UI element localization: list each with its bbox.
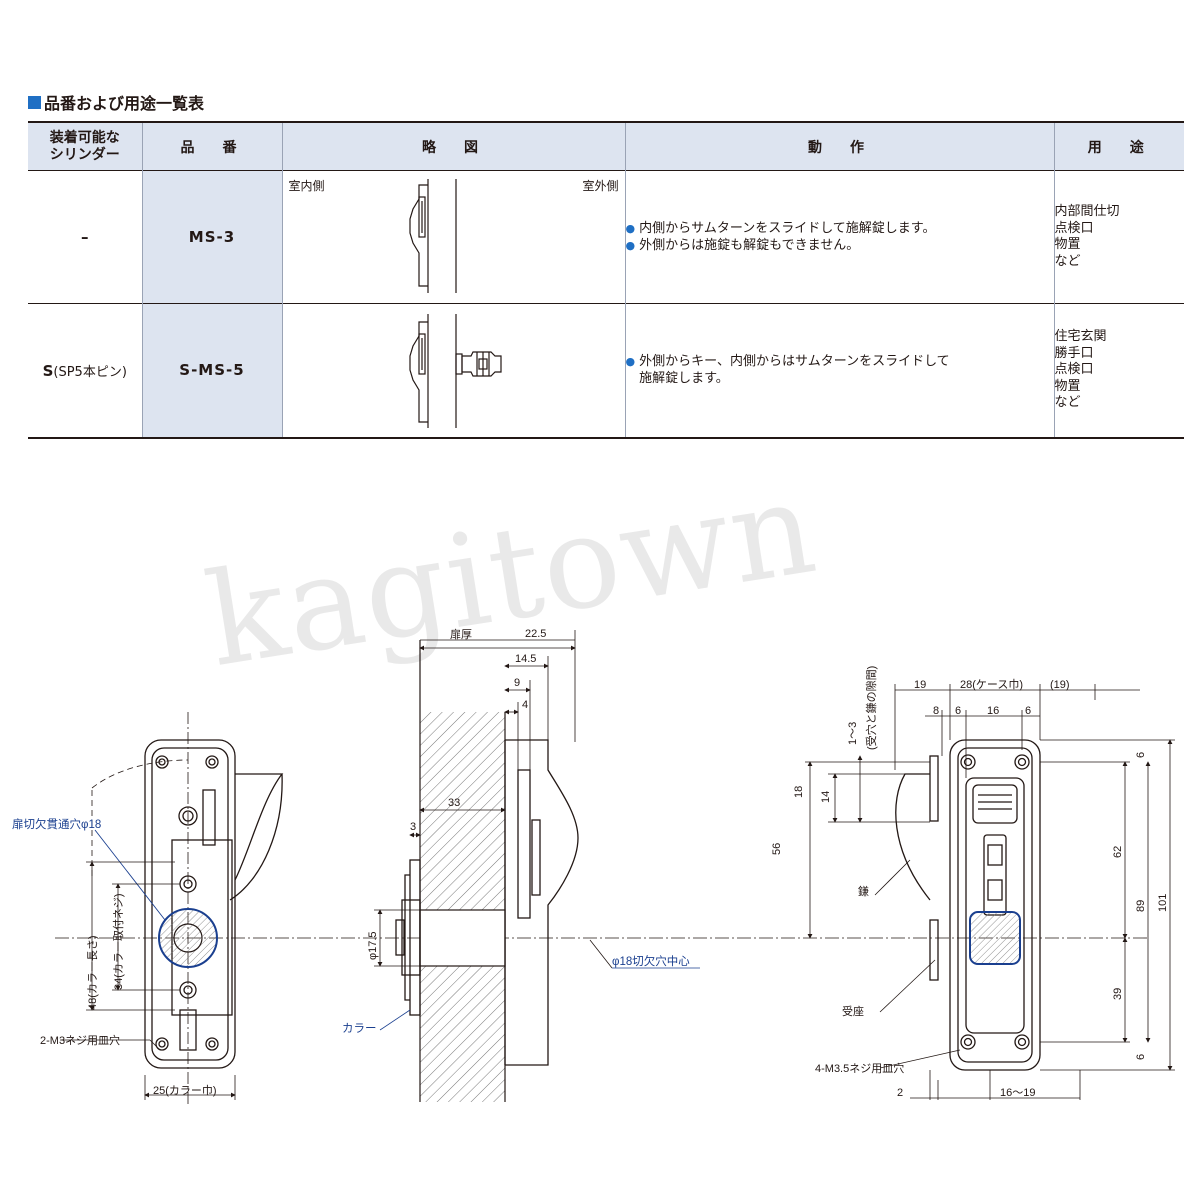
action-item: ●施解錠します。 xyxy=(626,370,1054,387)
diagram-cell: 室内側 室外側 xyxy=(281,170,626,304)
action-cell: ●外側からキー、内側からはサムターンをスライドして ●施解錠します。 xyxy=(624,303,1055,438)
header-cylinder: 装着可能な シリンダー xyxy=(28,122,143,171)
section-view: 扉厚 22.5 14.5 9 4 33 3 φ17.5 φ18切欠穴中心 カラー xyxy=(342,628,700,1102)
gap-note: (受穴と鎌の隙間) xyxy=(864,666,878,750)
dim-19b: (19) xyxy=(1050,679,1070,691)
header-cylinder-text: 装着可能な シリンダー xyxy=(49,129,120,163)
case-width-label: 28(ケース巾) xyxy=(960,677,1023,691)
strike-hole-mark xyxy=(969,911,1021,965)
dim-6b: 6 xyxy=(1025,705,1031,717)
vdim-6b: 6 xyxy=(1135,1054,1147,1060)
sms5-sketch xyxy=(408,314,502,428)
collar-label: カラー xyxy=(342,1022,377,1035)
ms3-sketch xyxy=(408,179,457,293)
part-number: S-MS-5 xyxy=(141,303,283,438)
dim-14: 14 xyxy=(820,791,832,803)
indoor-label: 室内側 xyxy=(288,179,325,193)
vdim-6a: 6 xyxy=(1135,752,1147,758)
cylinder-cell: S(SP5本ピン) xyxy=(28,303,143,438)
bullet-icon: ● xyxy=(625,222,636,235)
dim-3: 3 xyxy=(410,821,416,833)
dim-22-5: 22.5 xyxy=(525,628,546,640)
cylinder-cell: – xyxy=(28,170,143,304)
action-text: 内側からサムターンをスライドして施解錠します。 xyxy=(639,221,936,236)
use-cell: 内部間仕切 点検口 物置 など xyxy=(1053,170,1184,304)
header-use: 用 途 xyxy=(1053,122,1184,171)
vdim-89: 89 xyxy=(1135,900,1147,912)
dim-phi17-5: φ17.5 xyxy=(367,931,379,960)
title-square-icon xyxy=(28,95,41,109)
back-view: 19 28(ケース巾) (19) 8 6 16 6 1〜3 (受穴と鎌の隙間) … xyxy=(771,666,1175,1100)
dim-18: 18 xyxy=(793,786,805,798)
dim-6a: 6 xyxy=(955,705,961,717)
use-item: 勝手口 xyxy=(1054,345,1094,361)
dim-56: 56 xyxy=(771,843,783,855)
table-row: S(SP5本ピン) S-MS-5 xyxy=(28,303,1184,438)
through-hole-mark xyxy=(158,908,218,968)
technical-drawing: 扉切欠貫通穴φ18 48(カラー長さ) 34(カラー取付ネジ) 2-M3ネジ用皿… xyxy=(12,628,1175,1105)
cylinder-main: S xyxy=(42,361,54,380)
vdim-39: 39 xyxy=(1112,988,1124,1000)
dim-2: 2 xyxy=(897,1087,903,1099)
action-text: 施解錠します。 xyxy=(639,371,729,387)
action-cell: ●内側からサムターンをスライドして施解錠します。 ●外側からは施錠も解錠もできま… xyxy=(624,170,1055,304)
diagram-cell xyxy=(281,303,626,438)
dim-16: 16 xyxy=(987,705,999,717)
use-item: 点検口 xyxy=(1054,362,1094,377)
strike-label: 受座 xyxy=(842,1004,864,1018)
cylinder-sub: (SP5本ピン) xyxy=(53,364,127,380)
use-item: 住宅玄関 xyxy=(1054,329,1107,344)
header-part-no: 品 番 xyxy=(141,122,283,171)
use-item: 内部間仕切 xyxy=(1054,204,1120,219)
use-item: 物置 xyxy=(1054,378,1081,394)
dim-16-19: 16〜19 xyxy=(1000,1087,1035,1099)
collar-length-label: 48(カラー長さ) xyxy=(86,935,99,1010)
dim-14-5: 14.5 xyxy=(515,653,536,665)
action-text: 外側からキー、内側からはサムターンをスライドして xyxy=(639,354,950,370)
table-row: – MS-3 室内側 室外側 ●内側からサムターンをスライドして施解錠しま xyxy=(28,170,1184,304)
screw-holes-label-back: 4-M3.5ネジ用皿穴 xyxy=(815,1061,904,1075)
action-item: ●外側からは施錠も解錠もできません。 xyxy=(626,237,1054,254)
cylinder-face-icon xyxy=(173,923,203,953)
collar-width-label: 25(カラー巾) xyxy=(153,1083,217,1097)
spec-table: 装着可能な シリンダー 品 番 略 図 動 作 用 途 – MS-3 室内側 室… xyxy=(28,121,1184,439)
dim-4: 4 xyxy=(522,699,528,711)
part-number: MS-3 xyxy=(141,170,283,304)
bullet-icon: ● xyxy=(625,355,636,369)
dim-8: 8 xyxy=(933,705,939,717)
use-item: 点検口 xyxy=(1054,220,1094,236)
header-action: 動 作 xyxy=(624,122,1055,171)
gap-dim: 1〜3 xyxy=(847,722,859,745)
table-header-row: 装着可能な シリンダー 品 番 略 図 動 作 用 途 xyxy=(28,122,1184,171)
collar-screw-label: 34(カラー取付ネジ) xyxy=(112,893,125,990)
action-text: 外側からは施錠も解錠もできません。 xyxy=(639,238,860,253)
dim-19a: 19 xyxy=(914,679,926,691)
use-item: 物置 xyxy=(1054,237,1081,252)
dim-9: 9 xyxy=(514,677,520,689)
action-item: ●外側からキー、内側からはサムターンをスライドして xyxy=(626,353,1054,370)
action-item: ●内側からサムターンをスライドして施解錠します。 xyxy=(626,220,1054,237)
use-item: など xyxy=(1054,253,1081,269)
section-title: 品番および用途一覧表 xyxy=(28,90,204,114)
through-hole-label: 扉切欠貫通穴φ18 xyxy=(12,817,101,831)
bullet-icon: ● xyxy=(625,239,636,252)
cylinder-main: – xyxy=(81,228,89,246)
door-thickness-label: 扉厚 xyxy=(450,628,472,641)
use-cell: 住宅玄関 勝手口 点検口 物置 など xyxy=(1053,303,1184,438)
screw-holes-label: 2-M3ネジ用皿穴 xyxy=(40,1033,120,1047)
use-item: など xyxy=(1054,395,1081,410)
section-title-text: 品番および用途一覧表 xyxy=(44,94,205,113)
dim-33: 33 xyxy=(448,797,460,809)
vdim-101: 101 xyxy=(1157,894,1169,912)
header-diagram: 略 図 xyxy=(281,122,626,171)
vdim-62: 62 xyxy=(1112,846,1124,858)
hook-label: 鎌 xyxy=(858,884,869,898)
cutout-center-label: φ18切欠穴中心 xyxy=(612,954,690,968)
outdoor-label: 室外側 xyxy=(582,179,619,193)
